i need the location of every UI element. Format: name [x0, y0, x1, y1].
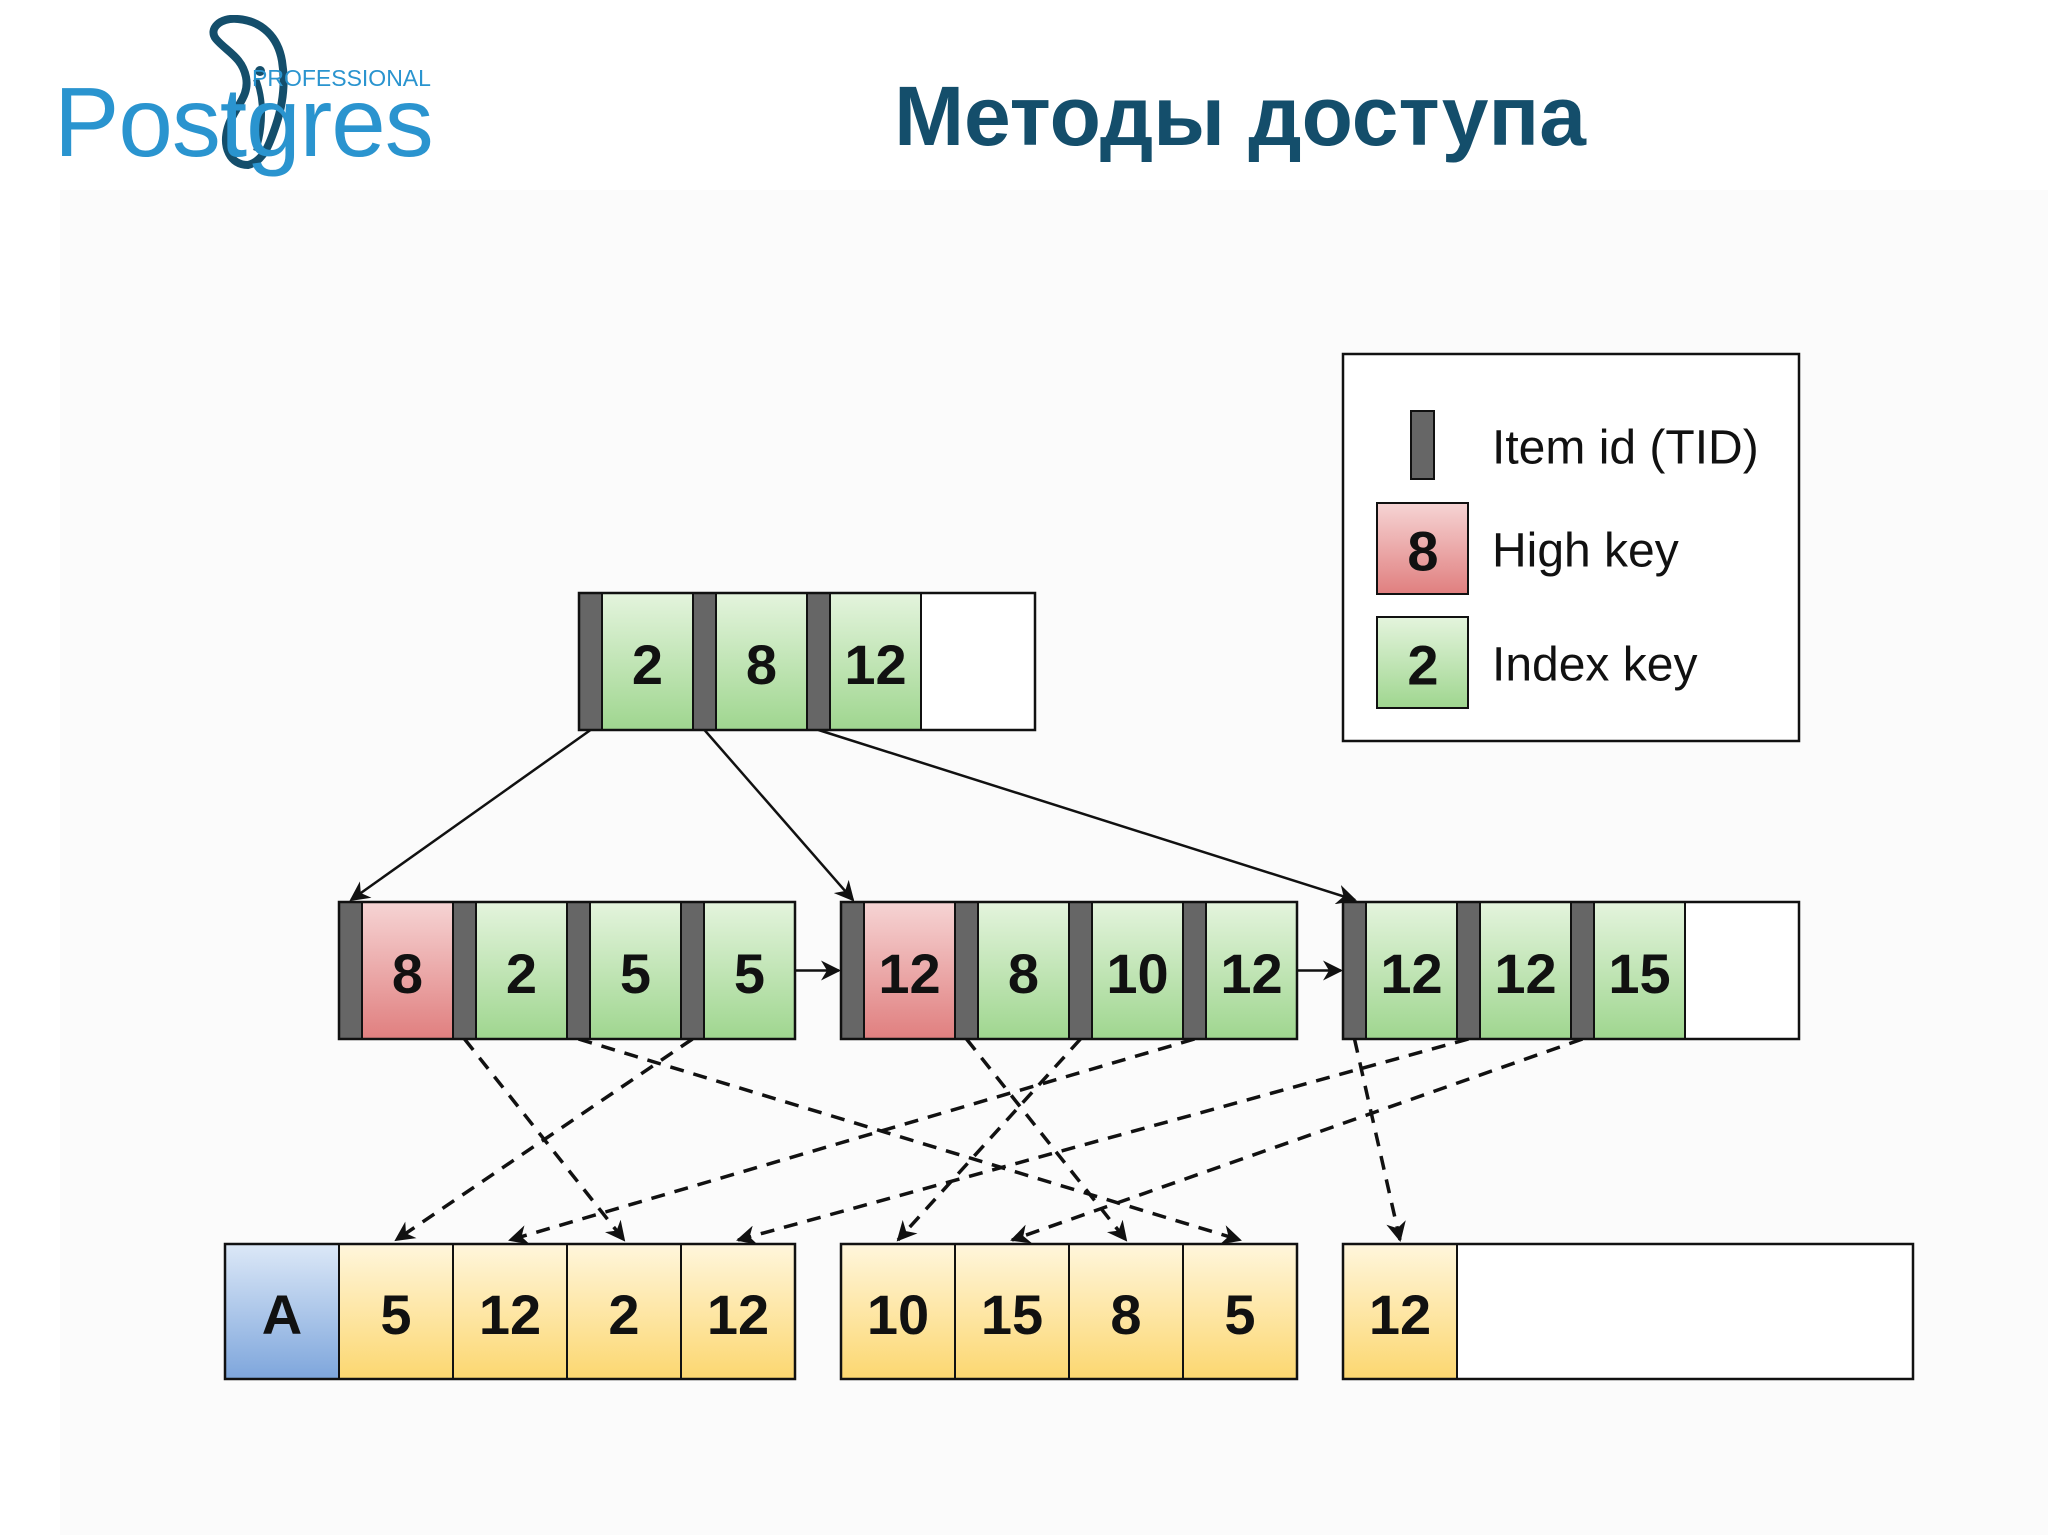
root-index-key	[601, 592, 694, 731]
table-label: A	[262, 1283, 302, 1346]
leaf-key-value: 12	[1380, 942, 1442, 1005]
leaf-tid	[566, 901, 591, 1040]
root-index-key	[715, 592, 808, 731]
table-row-cell	[954, 1243, 1070, 1380]
table-free-space	[1456, 1243, 1914, 1380]
leaf-key-value: 8	[1008, 942, 1039, 1005]
root-key-value: 12	[844, 633, 906, 696]
legend-swatch-value: 2	[1407, 634, 1438, 697]
logo-subtitle: PROFESSIONAL	[252, 65, 431, 91]
root-page: 2 8 12	[577, 591, 1037, 732]
tid-to-row-arrow	[896, 1037, 1082, 1242]
legend: Item id (TID) 8 High key 2 Index key	[1341, 352, 1801, 743]
leaf-page: 12 8 10 12	[839, 900, 1299, 1041]
root-tid	[692, 592, 717, 731]
root-border	[577, 591, 1037, 732]
leaf-tid	[338, 901, 363, 1040]
tid-to-row-arrow	[394, 1037, 694, 1242]
leaf-key-value: 15	[1608, 942, 1670, 1005]
table-row-value: 5	[1224, 1283, 1255, 1346]
root-free-space	[920, 592, 1036, 731]
legend-high-key-swatch	[1376, 502, 1469, 595]
table-row-cell	[566, 1243, 682, 1380]
leaf-key-value: 12	[1494, 942, 1556, 1005]
elephant-icon	[209, 15, 288, 169]
root-key-value: 8	[746, 633, 777, 696]
leaf-key-value: 2	[506, 942, 537, 1005]
legend-swatch-value: 8	[1407, 520, 1438, 583]
leaf-tid	[1570, 901, 1595, 1040]
leaf-tid	[1342, 901, 1367, 1040]
leaf-tid	[1182, 901, 1207, 1040]
table-page-border	[223, 1242, 797, 1381]
table-row-cell	[338, 1243, 454, 1380]
tid-to-row-arrow	[736, 1037, 1469, 1245]
leaf-border	[1341, 900, 1801, 1041]
table-row-value: 5	[380, 1283, 411, 1346]
leaf-tid	[452, 901, 477, 1040]
table-row-cell	[1068, 1243, 1184, 1380]
root-to-leaf-arrow	[818, 728, 1357, 905]
tid-to-row-arrow	[1010, 1037, 1584, 1244]
leaf-high-key	[863, 901, 956, 1040]
table-row-value: 15	[981, 1283, 1043, 1346]
table-row-cell	[840, 1243, 956, 1380]
legend-label: High key	[1492, 525, 1679, 578]
tid-to-row-arrow	[577, 1037, 1242, 1245]
table-row-value: 2	[608, 1283, 639, 1346]
leaf-page: 12 12 15	[1341, 900, 1801, 1041]
leaf-border	[839, 900, 1299, 1041]
table-row-cell	[1182, 1243, 1298, 1380]
table-row-value: 10	[867, 1283, 929, 1346]
table-page-border	[839, 1242, 1299, 1381]
leaf-free-space	[1684, 901, 1800, 1040]
leaf-key-value: 8	[392, 942, 423, 1005]
table-row-value: 12	[1369, 1283, 1431, 1346]
leaf-index-key	[1365, 901, 1458, 1040]
leaf-index-key	[977, 901, 1070, 1040]
leaf-tid	[1068, 901, 1093, 1040]
page-title: Методы доступа	[894, 69, 1586, 163]
leaf-key-value: 12	[1220, 942, 1282, 1005]
leaf-index-key	[589, 901, 682, 1040]
tid-to-row-arrow	[508, 1037, 1195, 1245]
table-row-value: 12	[707, 1283, 769, 1346]
legend-label: Item id (TID)	[1492, 422, 1759, 475]
legend-tid-swatch	[1410, 410, 1435, 480]
leaf-tid	[680, 901, 705, 1040]
logo-wordmark: Postgres	[54, 67, 434, 177]
leaf-tid	[840, 901, 865, 1040]
table-page-border	[1341, 1242, 1915, 1381]
leaf-key-value: 10	[1106, 942, 1168, 1005]
leaf-key-value: 5	[734, 942, 765, 1005]
leaf-tid	[1456, 901, 1481, 1040]
leaf-tid	[954, 901, 979, 1040]
table-row-value: 8	[1110, 1283, 1141, 1346]
tid-to-row-arrow	[1352, 1038, 1406, 1242]
tid-to-row-arrow	[965, 1037, 1128, 1242]
links-layer	[349, 728, 1584, 1245]
leaf-index-key	[1593, 901, 1686, 1040]
leaf-key-value: 12	[878, 942, 940, 1005]
root-to-leaf-arrow	[349, 728, 592, 902]
postgres-professional-logo: PROFESSIONAL Postgres	[50, 15, 450, 175]
leaf-high-key	[361, 901, 454, 1040]
legend-label: Index key	[1492, 639, 1697, 692]
root-tid	[578, 592, 603, 731]
leaf-index-key	[703, 901, 796, 1040]
root-tid	[806, 592, 831, 731]
root-key-value: 2	[632, 633, 663, 696]
root-to-leaf-arrow	[703, 729, 855, 902]
leaf-border	[337, 900, 797, 1041]
table-row-value: 12	[479, 1283, 541, 1346]
legend-index-key-swatch	[1376, 616, 1469, 709]
leaf-key-value: 5	[620, 942, 651, 1005]
table-row-cell	[1342, 1243, 1458, 1380]
leaf-page: 8 2 5 5	[337, 900, 797, 1041]
